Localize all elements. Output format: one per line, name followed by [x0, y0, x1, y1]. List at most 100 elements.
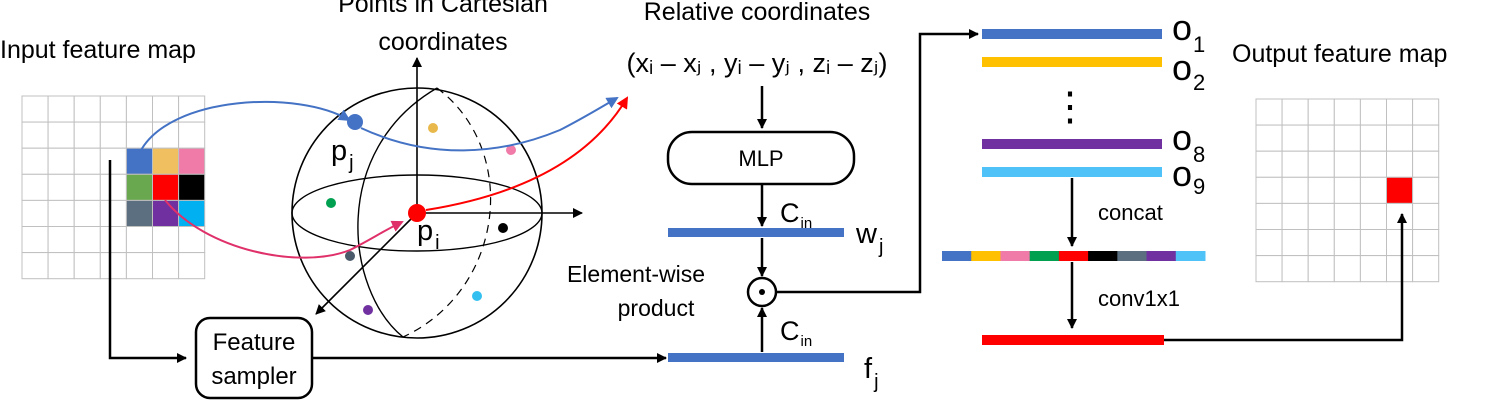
point-orange: [428, 123, 438, 133]
input-grid-cell: [125, 147, 154, 175]
input-grid-cell: [178, 147, 206, 175]
input-grid-cell: [47, 95, 75, 123]
output-grid-cell: [1255, 202, 1283, 230]
input-grid-cell: [99, 252, 127, 280]
input-grid-cell: [73, 95, 101, 123]
point-purple: [363, 305, 373, 315]
point-cyan: [472, 291, 482, 301]
output-grid-cell: [1307, 229, 1335, 257]
output-grid-cell: [1386, 150, 1414, 178]
input-grid-cell: [21, 226, 49, 254]
output-grid-cell: [1255, 98, 1283, 126]
concat-segment: [1029, 251, 1060, 261]
input-grid-cell: [73, 199, 101, 227]
wj-bar: [668, 228, 844, 237]
input-grid-cell: [73, 173, 101, 201]
input-grid-cell: [99, 147, 127, 175]
output-grid-cell: [1412, 176, 1440, 204]
input-grid-cell: [125, 252, 154, 280]
input-grid-cell: [125, 173, 154, 201]
feature-sampler-box: [194, 316, 314, 400]
cin-bottom-label: Cin: [780, 316, 812, 350]
input-grid-cell: [152, 226, 180, 254]
input-grid-cell: [99, 121, 127, 149]
input-grid-cell: [47, 199, 75, 227]
sampler-label-line1: Feature: [213, 329, 296, 356]
o2-label: o2: [1172, 47, 1205, 95]
output-feature-grid: [1255, 98, 1440, 283]
output-grid-cell: [1307, 202, 1335, 230]
output-grid-cell: [1412, 255, 1440, 283]
output-grid-cell: [1359, 202, 1388, 230]
product-to-outputs-arrow: [776, 29, 979, 294]
red-arrow-to-relative: [425, 96, 629, 211]
concat-segment: [1146, 251, 1177, 261]
output-grid-cell: [1359, 176, 1388, 204]
output-grid-cell: [1333, 176, 1361, 204]
output-grid-cell: [1412, 124, 1440, 152]
input-grid-cell: [21, 121, 49, 149]
concat-segment: [971, 251, 1001, 261]
output-grid-cell: [1255, 255, 1283, 283]
mlp-box: [666, 130, 856, 186]
output-grid-cell: [1333, 150, 1361, 178]
output-grid-cell: [1412, 229, 1440, 257]
output-grid-cell: [1412, 150, 1440, 178]
o8-bar: [982, 139, 1162, 149]
output-grid-cell: [1386, 176, 1414, 204]
input-grid-cell: [125, 121, 154, 149]
point-black: [498, 223, 508, 233]
input-grid-cell: [47, 147, 75, 175]
input-grid-cell: [178, 173, 206, 201]
fj-bar: [668, 353, 844, 362]
o9-bar: [982, 167, 1162, 177]
point-pi: [408, 204, 426, 222]
point-pink: [506, 145, 516, 155]
input-grid-cell: [21, 252, 49, 280]
cin-top-label: Cin: [780, 198, 812, 232]
input-grid-cell: [125, 226, 154, 254]
output-grid-cell: [1359, 229, 1388, 257]
input-feature-grid: [21, 95, 206, 280]
sphere-meridian-front: [357, 87, 438, 338]
blue-arrow-to-pj: [139, 100, 351, 153]
concat-segment: [1058, 251, 1089, 261]
input-grid-cell: [21, 147, 49, 175]
output-grid-cell: [1255, 150, 1283, 178]
conv-to-output-arrow: [1163, 213, 1407, 342]
input-grid-cell: [152, 252, 180, 280]
sphere-meridian-back: [402, 87, 492, 338]
concat-segment: [1175, 251, 1206, 261]
output-grid-cell: [1281, 98, 1309, 126]
input-grid-cell: [152, 147, 180, 175]
input-grid-cell: [178, 252, 206, 280]
concat-bar: [942, 251, 1206, 261]
input-grid-cell: [73, 226, 101, 254]
output-grid-cell: [1281, 176, 1309, 204]
pink-arrow-to-pi: [164, 199, 404, 259]
conv-label: conv1x1: [1098, 286, 1180, 311]
output-grid-cell: [1333, 124, 1361, 152]
output-grid-cell: [1386, 255, 1414, 283]
input-grid-cell: [73, 147, 101, 175]
blue-arrow-to-relative: [360, 96, 619, 152]
output-map-label: Output feature map: [1232, 40, 1447, 68]
sampler-label-line2: sampler: [211, 363, 296, 390]
output-grid-cell: [1281, 202, 1309, 230]
output-grid-cell: [1333, 255, 1361, 283]
sphere-points: [326, 114, 516, 315]
product-dot: [759, 289, 765, 295]
input-grid-cell: [152, 95, 180, 123]
input-grid-cell: [73, 121, 101, 149]
input-grid-cell: [178, 121, 206, 149]
point-green: [326, 198, 336, 208]
input-grid-cell: [99, 226, 127, 254]
input-grid-cell: [21, 173, 49, 201]
output-grid-cell: [1359, 124, 1388, 152]
output-grid-cell: [1412, 202, 1440, 230]
output-grid-cell: [1307, 124, 1335, 152]
concat-segment: [1000, 251, 1031, 261]
